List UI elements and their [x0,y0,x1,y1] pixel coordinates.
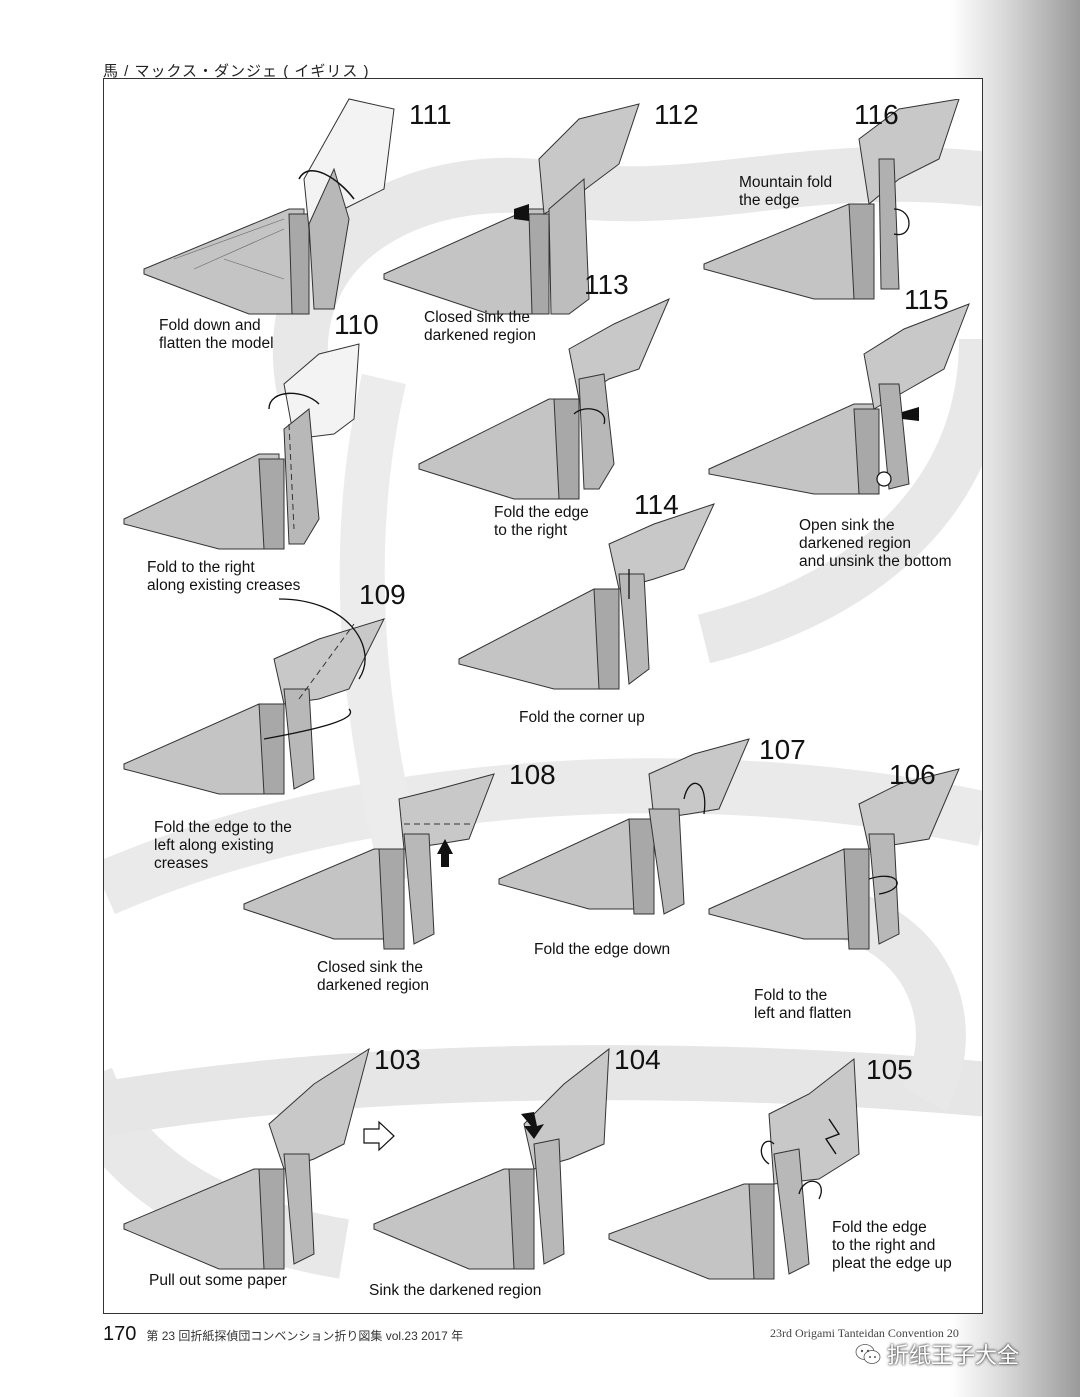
model-figure [703,99,960,300]
step-112: 112 Closed sink the darkened region [379,99,699,349]
model-figure [708,768,960,950]
step-number: 115 [904,284,949,315]
watermark: 折纸王子大全 [855,1338,1019,1370]
step-caption: Pull out some paper [149,1272,287,1289]
step-106: 106 Fold to the left and flatten [704,759,982,1022]
step-caption: Fold to the right along existing creases [147,559,301,594]
step-number: 113 [584,269,629,300]
page-number: 170 [103,1323,137,1345]
step-number: 104 [614,1044,661,1075]
step-caption: Fold the edge down [534,941,671,958]
page-header: 馬 / マックス・ダンジェ ( イギリス ) [103,63,370,80]
step-caption: Mountain fold the edge [739,174,833,209]
step-caption: Fold down and flatten the model [159,317,274,352]
diagram-frame: 111 Fold down and flatten the model 112 … [103,78,983,1314]
model-figure [458,503,715,690]
step-caption: Fold the edge to the right and pleat the… [832,1219,952,1272]
step-107: 107 Fold the edge down [494,734,806,984]
step-111: 111 Fold down and flatten the model [134,89,452,352]
footer-right: 23rd Origami Tanteidan Convention 20 [770,1326,959,1340]
footer-publication: 第 23 回折紙探偵団コンベンション折り図集 vol.23 2017 年 [146,1329,464,1343]
step-caption: Open sink the darkened region and unsink… [799,517,952,570]
step-caption: Sink the darkened region [369,1282,542,1299]
step-number: 108 [509,759,556,790]
step-number: 107 [759,734,806,765]
footer-left: 170 第 23 回折紙探偵団コンベンション折り図集 vol.23 2017 年 [103,1323,463,1346]
step-109: 109 Fold the edge to the left along exis… [119,579,419,879]
step-number: 105 [866,1054,913,1085]
step-caption: Closed sink the darkened region [317,959,430,994]
model-figure [498,738,750,915]
step-number: 106 [889,759,936,790]
step-116: 116 Mountain fold the edge [699,99,979,309]
step-number: 116 [854,99,899,130]
model-figure [373,1047,610,1270]
step-number: 110 [334,309,379,340]
step-number: 111 [409,99,452,130]
step-number: 103 [374,1044,421,1075]
step-105: 105 Fold the edge to the right and pleat… [604,1054,982,1294]
watermark-text: 折纸王子大全 [887,1343,1020,1368]
step-number: 114 [634,489,679,520]
step-caption: Closed sink the darkened region [424,309,537,344]
model-figure [243,773,495,950]
model-figure [383,103,640,315]
step-caption: Fold the edge to the left along existing… [154,819,292,872]
model-figure [418,298,670,500]
model-figure [123,1047,395,1270]
step-113: 113 Fold the edge to the right [414,269,704,559]
step-number: 112 [654,99,699,130]
model-figure [708,303,970,495]
step-110: 110 Fold to the right along existing cre… [119,309,419,599]
model-figure [143,98,395,315]
model-figure [123,598,385,795]
step-caption: Fold to the left and flatten [754,987,852,1022]
step-115: 115 Open sink the darkened region and un… [704,284,982,589]
step-108: 108 Closed sink the darkened region [239,759,559,1009]
step-114: 114 Fold the corner up [454,489,744,729]
model-figure [608,1058,860,1280]
step-103: 103 Pull out some paper [119,1044,439,1294]
step-caption: Fold the edge to the right [494,504,589,539]
step-104: 104 Sink the darkened region [369,1044,699,1299]
step-caption: Fold the corner up [519,709,645,726]
wechat-icon [855,1344,881,1364]
step-number: 109 [359,579,406,610]
model-figure [123,343,360,550]
